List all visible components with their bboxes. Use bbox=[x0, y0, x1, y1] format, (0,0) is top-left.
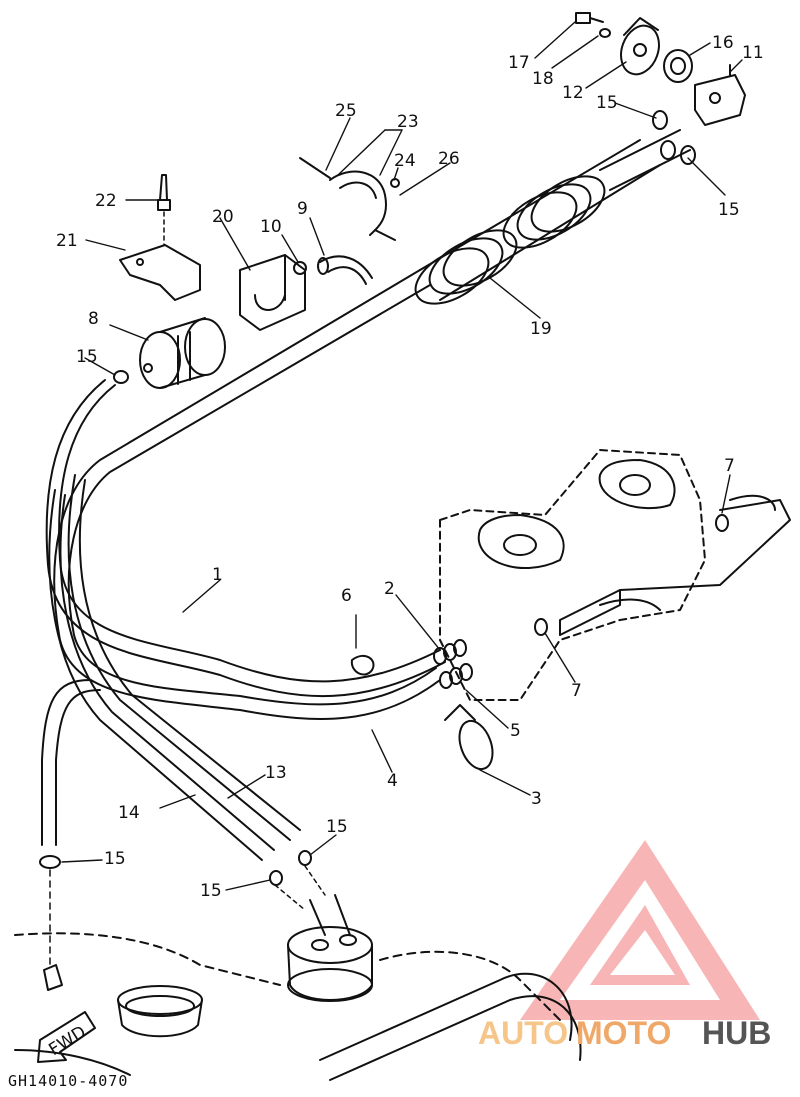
fuel-tank bbox=[14, 932, 582, 1081]
callout-6: 6 bbox=[341, 586, 352, 606]
leader-lines bbox=[61, 21, 743, 891]
clamp-3 bbox=[444, 704, 494, 771]
callout-18: 18 bbox=[532, 69, 554, 89]
clamp-23 bbox=[299, 157, 400, 241]
hose-1 bbox=[45, 379, 446, 698]
cover-12 bbox=[620, 17, 660, 76]
callout-3: 3 bbox=[531, 789, 542, 809]
fuel-filter-8 bbox=[139, 317, 226, 389]
callout-23: 23 bbox=[397, 112, 419, 132]
callout-labels: 1 2 3 4 5 6 7 7 8 9 10 11 12 13 14 15 15… bbox=[8, 33, 764, 1090]
sleeve-5 bbox=[439, 663, 473, 689]
callout-15-a: 15 bbox=[76, 347, 98, 367]
washer-18 bbox=[599, 28, 611, 38]
sleeve-2 bbox=[433, 639, 467, 665]
callout-2: 2 bbox=[384, 579, 395, 599]
hose-4 bbox=[53, 269, 441, 720]
bolt-17 bbox=[575, 12, 604, 24]
fuel-pump bbox=[287, 894, 373, 1002]
clip-6 bbox=[350, 654, 375, 676]
callout-7-lower: 7 bbox=[571, 681, 582, 701]
callout-24: 24 bbox=[394, 151, 416, 171]
callout-15-c: 15 bbox=[718, 200, 740, 220]
engine-block bbox=[439, 449, 791, 701]
hose-13 bbox=[67, 474, 301, 841]
vent-hose-left bbox=[41, 679, 101, 846]
watermark-hub: HUB bbox=[702, 1015, 771, 1051]
callout-1: 1 bbox=[212, 565, 223, 585]
callout-21: 21 bbox=[56, 231, 78, 251]
callout-7-upper: 7 bbox=[724, 456, 735, 476]
callout-19: 19 bbox=[530, 319, 552, 339]
watermark-moto: MOTO bbox=[576, 1015, 671, 1051]
hose-9 bbox=[317, 255, 373, 285]
clip-10 bbox=[293, 261, 307, 275]
callout-14: 14 bbox=[118, 803, 140, 823]
callout-25: 25 bbox=[335, 101, 357, 121]
seal-16 bbox=[663, 49, 693, 83]
fwd-arrow bbox=[37, 1011, 96, 1063]
watermark-auto: AUTO bbox=[478, 1015, 568, 1051]
callout-11: 11 bbox=[742, 43, 764, 63]
bundle-upper bbox=[419, 129, 691, 301]
callout-10: 10 bbox=[260, 217, 282, 237]
fitting-11 bbox=[694, 64, 746, 126]
watermark-text: AUTO MOTO HUB bbox=[478, 1015, 771, 1051]
drawing-code: GH14010-4070 bbox=[8, 1072, 128, 1090]
drain-plug bbox=[43, 964, 63, 991]
clamp-7-lower bbox=[534, 618, 548, 636]
hose-14 bbox=[48, 489, 275, 861]
callout-5: 5 bbox=[510, 721, 521, 741]
bracket-20 bbox=[239, 254, 306, 331]
clamps-15-upper bbox=[652, 110, 696, 165]
clamps-15-lower bbox=[39, 370, 312, 886]
callout-17: 17 bbox=[508, 53, 530, 73]
callout-22: 22 bbox=[95, 191, 117, 211]
callout-15-f: 15 bbox=[200, 881, 222, 901]
callout-15-e: 15 bbox=[326, 817, 348, 837]
callout-15-d: 15 bbox=[104, 849, 126, 869]
filler-neck bbox=[117, 985, 203, 1038]
callout-13: 13 bbox=[265, 763, 287, 783]
bracket-21 bbox=[119, 244, 201, 301]
callout-26: 26 bbox=[438, 149, 460, 169]
bellows-19 bbox=[414, 175, 606, 305]
callout-15-b: 15 bbox=[596, 93, 618, 113]
callout-9: 9 bbox=[297, 199, 308, 219]
callout-12: 12 bbox=[562, 83, 584, 103]
callout-20: 20 bbox=[212, 207, 234, 227]
callout-4: 4 bbox=[387, 771, 398, 791]
callout-8: 8 bbox=[88, 309, 99, 329]
watermark-logo bbox=[520, 840, 760, 1020]
bolt-22 bbox=[157, 174, 171, 246]
callout-16: 16 bbox=[712, 33, 734, 53]
clamp-7-upper bbox=[715, 514, 729, 532]
